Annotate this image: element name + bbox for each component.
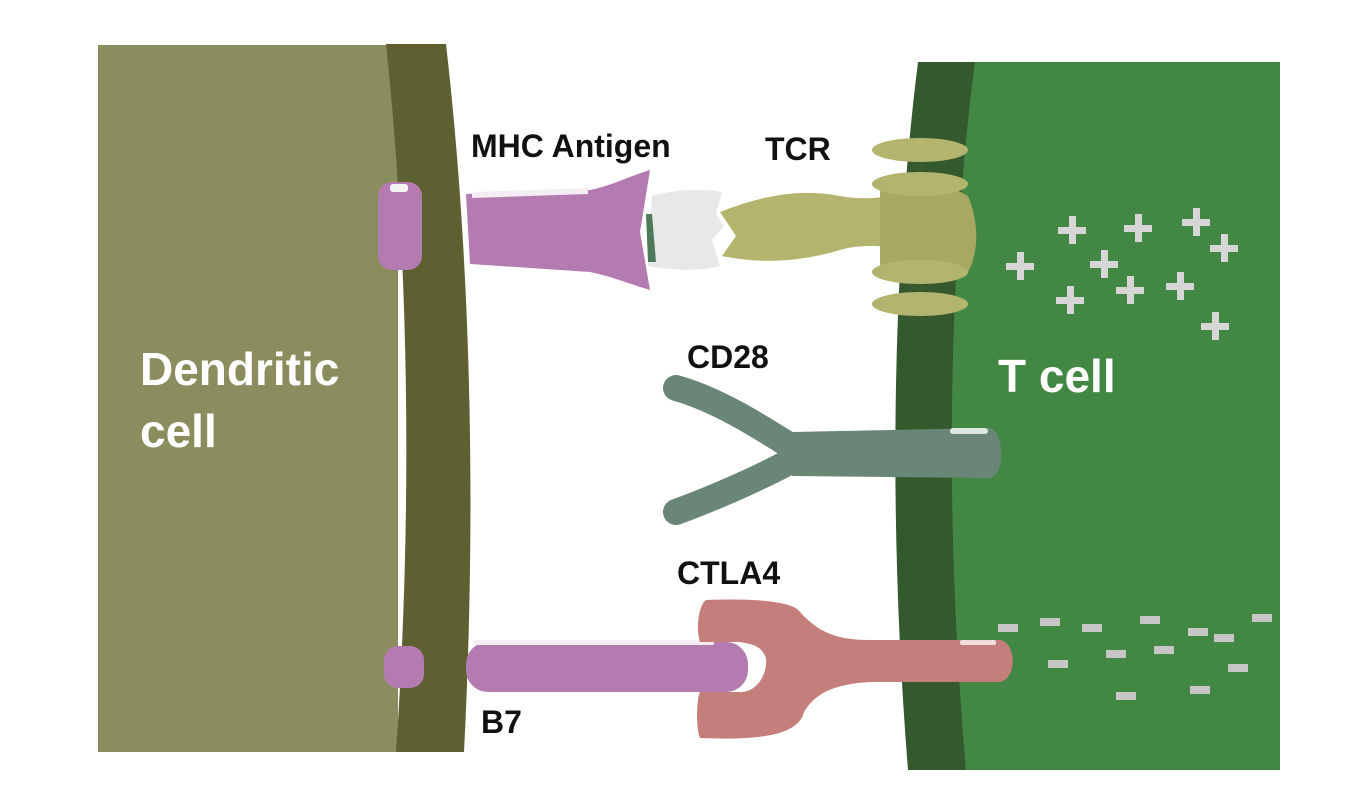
dendritic-cell-label-line2: cell — [140, 405, 217, 457]
cd28-label: CD28 — [687, 339, 769, 375]
tcr-fin — [872, 260, 968, 284]
b7-anchor — [384, 646, 424, 688]
plus-icon — [1116, 276, 1144, 304]
plus-icon — [1182, 208, 1210, 236]
tcr-fin — [872, 292, 968, 316]
minus-icon — [1154, 646, 1174, 654]
t-cell-label: T cell — [998, 350, 1116, 402]
minus-icon — [1252, 614, 1272, 622]
ctla4-label: CTLA4 — [677, 555, 780, 591]
cd28-highlight — [950, 428, 988, 434]
minus-icon — [1116, 692, 1136, 700]
tcr-membrane-fins — [872, 138, 968, 316]
tcr-fin — [872, 138, 968, 162]
dendritic-cell-body — [98, 45, 398, 752]
ctla4-highlight — [960, 640, 996, 645]
tcr-fin — [872, 172, 968, 196]
minus-icon — [1188, 628, 1208, 636]
mhc-antigen-complex: MHC Antigen — [378, 128, 724, 290]
b7-molecule — [466, 642, 748, 692]
minus-icon — [1082, 624, 1102, 632]
dendritic-cell-membrane — [386, 44, 471, 752]
mhc-anchor — [378, 182, 422, 270]
plus-icon — [1006, 252, 1034, 280]
dendritic-cell: Dendritic cell — [98, 44, 471, 752]
antigen-peptide — [648, 189, 724, 270]
minus-icon — [1048, 660, 1068, 668]
cd28-receptor: CD28 — [663, 339, 1002, 525]
plus-icon — [1056, 286, 1084, 314]
b7-label: B7 — [481, 704, 522, 740]
minus-icon — [1228, 664, 1248, 672]
antigen-shadow — [646, 214, 656, 262]
plus-icon — [1124, 214, 1152, 242]
plus-icon — [1210, 234, 1238, 262]
cd28-stem — [792, 428, 1002, 478]
mhc-highlight — [472, 188, 588, 198]
tcr-stem — [720, 192, 905, 261]
negative-signals — [998, 614, 1272, 700]
dendritic-cell-label-line1: Dendritic — [140, 343, 339, 395]
ctla4-receptor: CTLA4 — [677, 555, 1013, 739]
minus-icon — [998, 624, 1018, 632]
mhc-antigen-label: MHC Antigen — [471, 128, 671, 164]
b7-highlight — [474, 640, 714, 645]
cd28-lower-arm — [663, 443, 813, 525]
mhc-molecule — [466, 170, 650, 290]
minus-icon — [1214, 634, 1234, 642]
minus-icon — [1040, 618, 1060, 626]
minus-icon — [1140, 616, 1160, 624]
positive-signals — [1006, 208, 1238, 340]
minus-icon — [1106, 650, 1126, 658]
plus-icon — [1166, 272, 1194, 300]
minus-icon — [1190, 686, 1210, 694]
tcr-label: TCR — [765, 131, 831, 167]
mhc-anchor-highlight — [390, 184, 408, 192]
b7-ligand: B7 — [384, 640, 748, 740]
ctla4-molecule — [697, 599, 1013, 739]
plus-icon — [1201, 312, 1229, 340]
tcr-core — [880, 181, 977, 280]
plus-icon — [1058, 216, 1086, 244]
cd28-upper-arm — [663, 375, 813, 465]
tcr-receptor: TCR — [720, 131, 977, 316]
plus-icon — [1090, 250, 1118, 278]
